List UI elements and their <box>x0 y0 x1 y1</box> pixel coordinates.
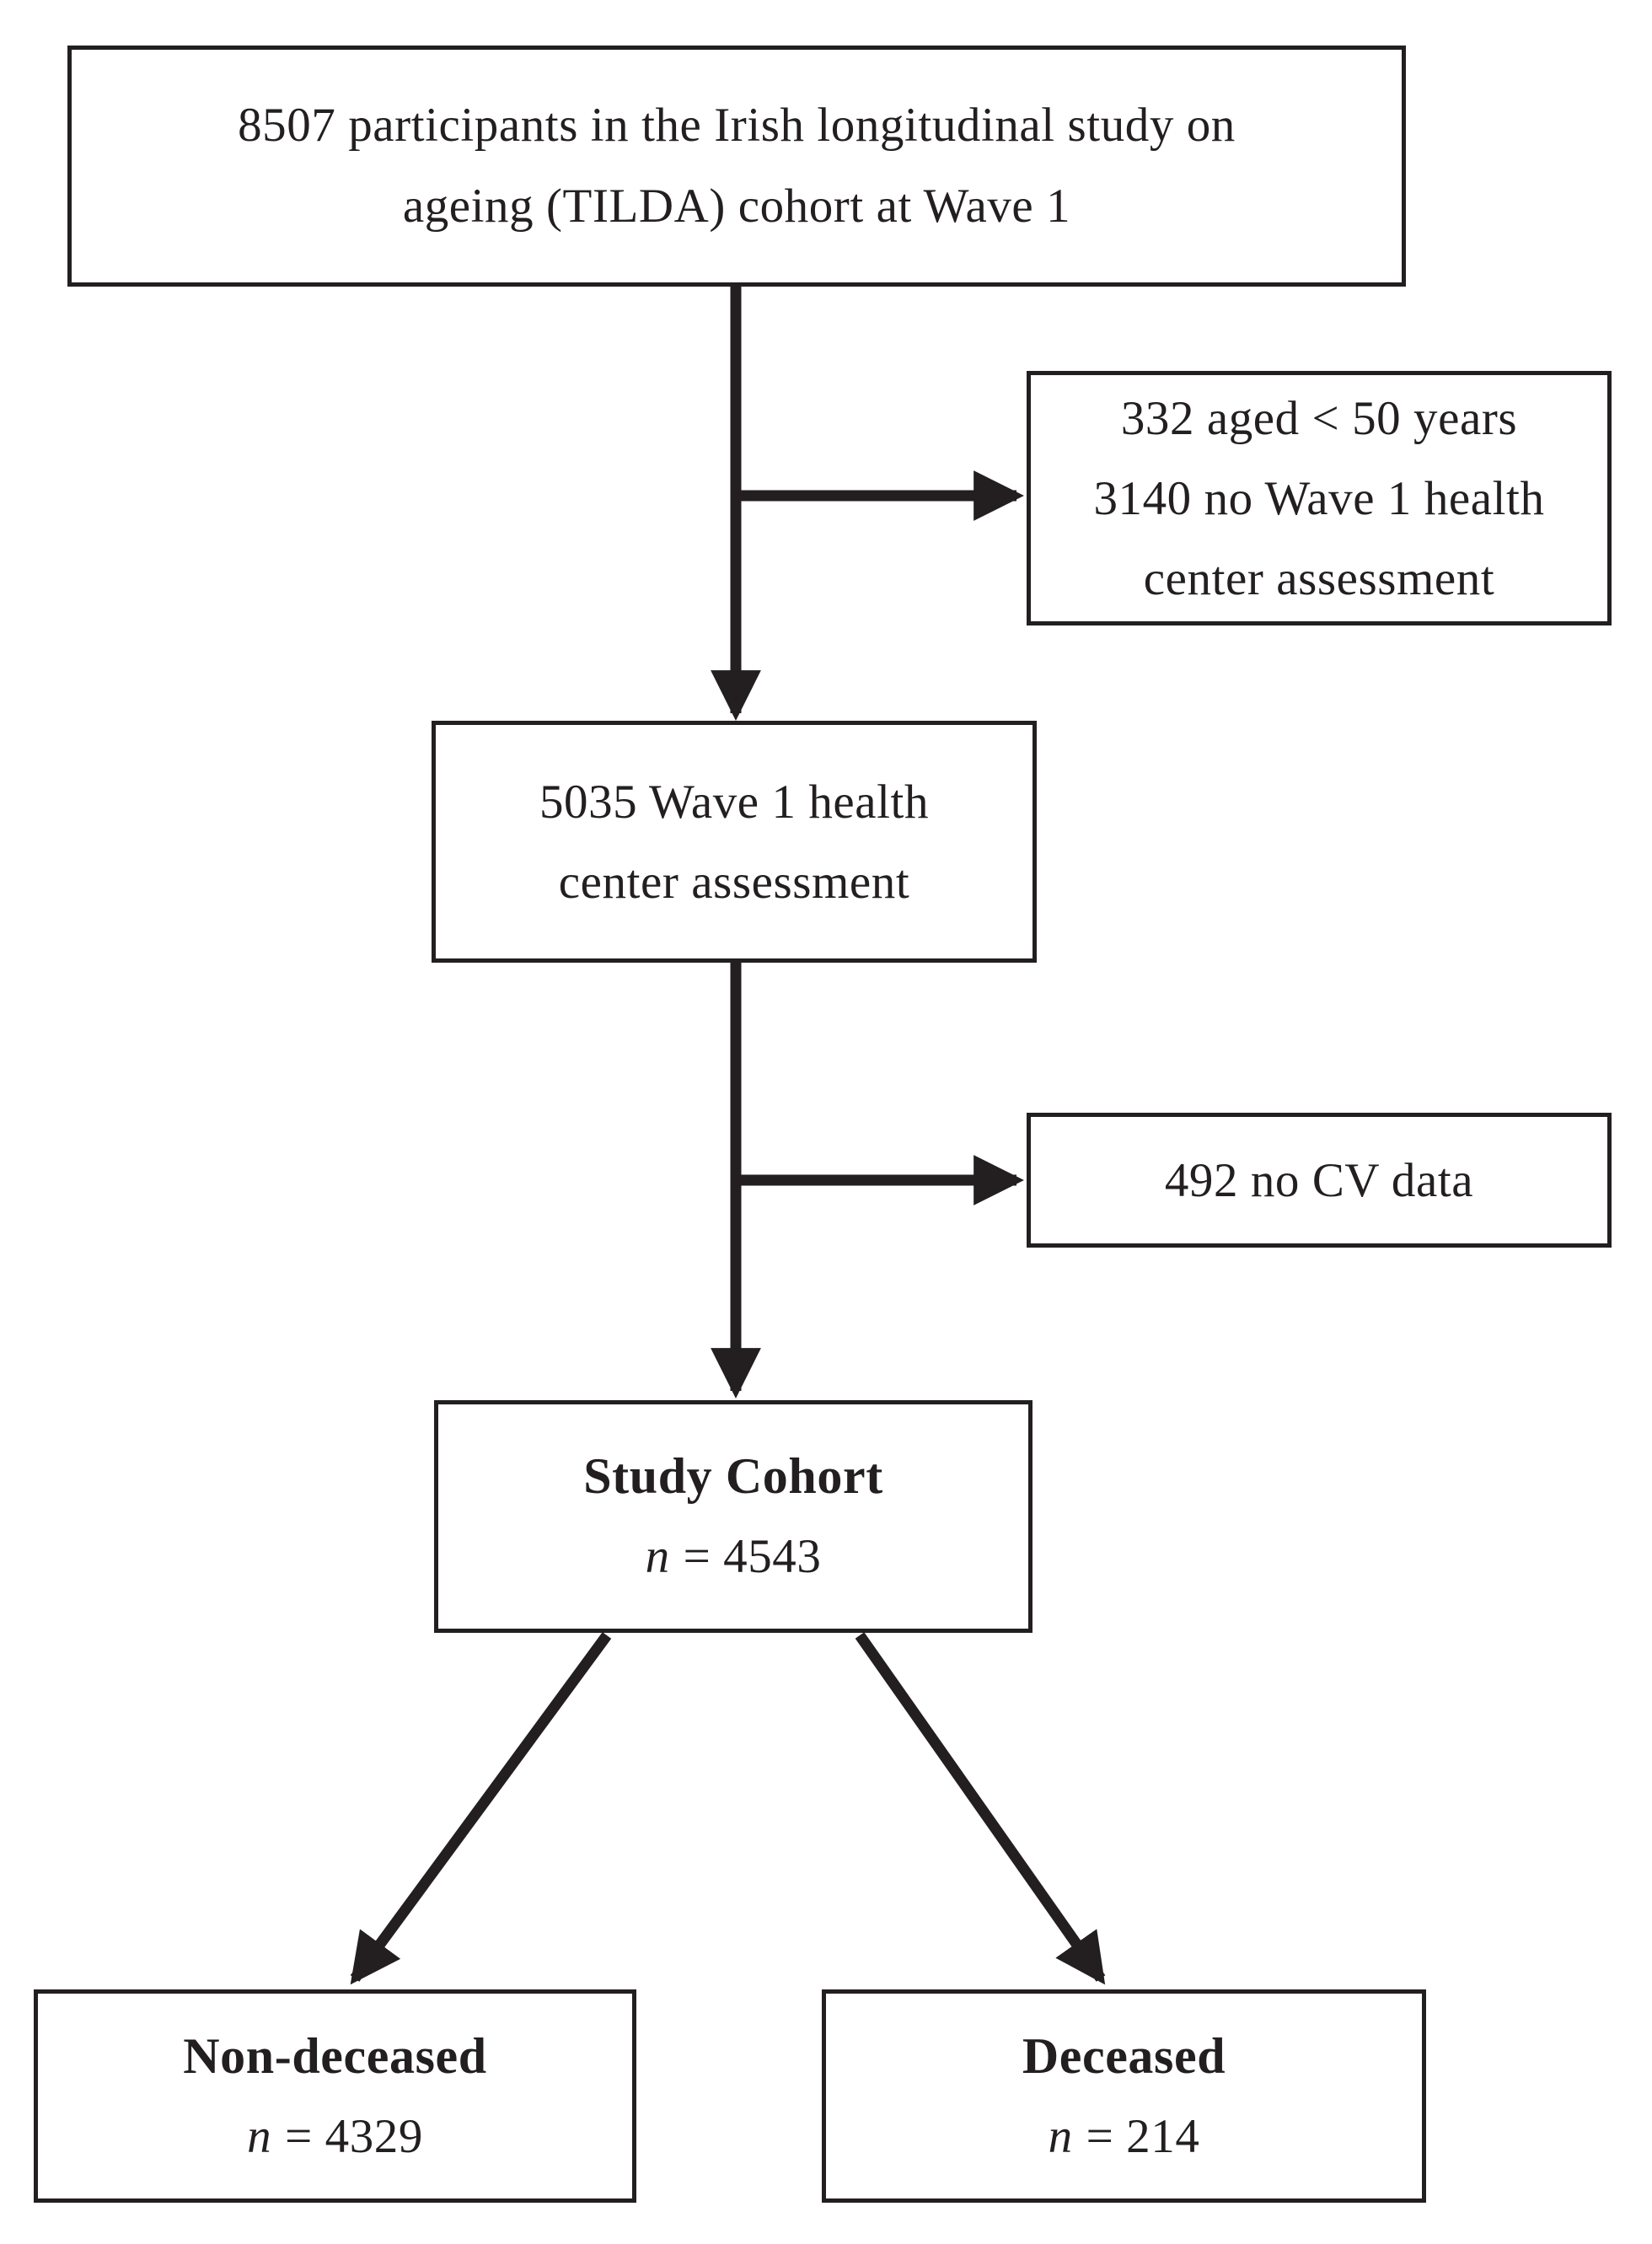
excluded-wave1-line-2: 3140 no Wave 1 health <box>1093 471 1545 525</box>
arrow-study-to-nondeceased <box>350 1632 612 1985</box>
excluded-wave1-line-1: 332 aged < 50 years <box>1120 391 1518 445</box>
n-value: = 4329 <box>285 2109 423 2163</box>
n-symbol: n <box>1048 2109 1073 2163</box>
excluded-cv-line-1: 492 no CV data <box>1164 1153 1474 1207</box>
arrow-study-to-deceased <box>855 1632 1106 1985</box>
study-cohort-title: Study Cohort <box>583 1448 883 1504</box>
excluded-wave1-line-3: center assessment <box>1143 551 1495 605</box>
n-symbol: n <box>645 1530 670 1583</box>
deceased-title: Deceased <box>1022 2027 1226 2084</box>
study-cohort-n: n= 4543 <box>646 1517 822 1597</box>
n-symbol: n <box>247 2109 272 2163</box>
box-tilda-cohort: 8507 participants in the Irish longitudi… <box>67 46 1406 287</box>
non-deceased-n: n= 4329 <box>247 2096 423 2177</box>
box-non-deceased: Non-deceased n= 4329 <box>34 1989 636 2203</box>
wave1-line-2: center assessment <box>558 855 910 909</box>
box-excluded-no-wave1-assessment: 332 aged < 50 years 3140 no Wave 1 healt… <box>1027 371 1612 625</box>
deceased-n: n= 214 <box>1049 2096 1200 2177</box>
box-study-cohort: Study Cohort n= 4543 <box>434 1400 1032 1633</box>
wave1-line-1: 5035 Wave 1 health <box>539 775 930 829</box>
box-deceased: Deceased n= 214 <box>822 1989 1426 2203</box>
box-wave1-health-assessment: 5035 Wave 1 health center assessment <box>432 721 1037 963</box>
n-value: = 4543 <box>683 1530 822 1583</box>
tilda-line-1: 8507 participants in the Irish longitudi… <box>238 99 1236 152</box>
tilda-line-2: ageing (TILDA) cohort at Wave 1 <box>402 180 1071 233</box>
box-excluded-no-cv-data: 492 no CV data <box>1027 1113 1612 1248</box>
n-value: = 214 <box>1086 2109 1200 2163</box>
non-deceased-title: Non-deceased <box>183 2027 487 2084</box>
